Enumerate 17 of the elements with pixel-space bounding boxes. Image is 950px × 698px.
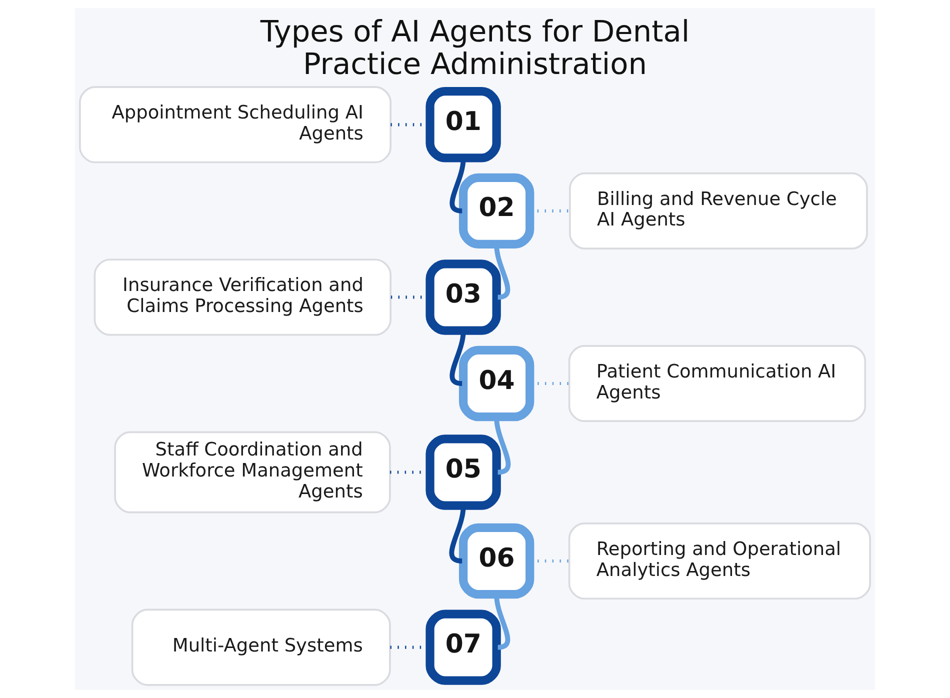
connector [449, 506, 466, 564]
node-box: Billing and Revenue Cycle AI Agents [569, 172, 868, 250]
node-box: Reporting and Operational Analytics Agents [568, 522, 871, 600]
node-box: Patient Communication AI Agents [568, 345, 866, 422]
node-box: Multi-Agent Systems [131, 608, 391, 686]
node-box: 01 [426, 87, 501, 162]
node-box: 03 [426, 260, 501, 335]
node-box: Staff Coordination and Workforce Management Agents [114, 431, 391, 514]
node-box: 07 [426, 610, 501, 685]
node-box: 06 [458, 523, 534, 599]
connector [450, 332, 466, 386]
node-box: 04 [458, 346, 534, 422]
node-box: 05 [426, 434, 501, 510]
node-box: Appointment Scheduling AI Agents [79, 86, 392, 164]
node-box: Insurance Verification and Claims Processing Agents [94, 258, 392, 336]
node-box: 02 [458, 173, 534, 249]
diagram-title: Types of AI Agents for Dental Practice Administration [260, 14, 690, 81]
